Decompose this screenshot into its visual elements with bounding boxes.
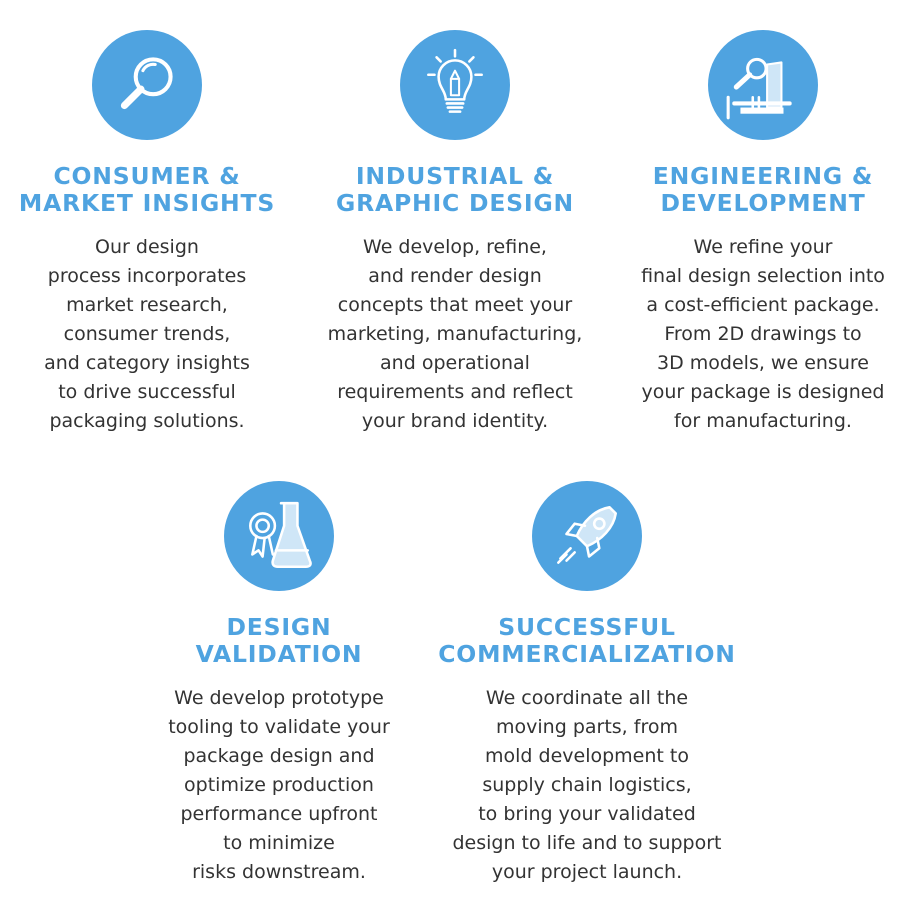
section-title: DESIGN VALIDATION — [195, 613, 363, 668]
section-industrial-design: INDUSTRIAL & GRAPHIC DESIGN We develop, … — [305, 30, 605, 436]
section-title: SUCCESSFUL COMMERCIALIZATION — [438, 613, 736, 668]
rocket-icon — [532, 481, 642, 591]
lightbulb-pencil-icon — [400, 30, 510, 140]
section-description: We develop prototype tooling to validate… — [168, 687, 390, 883]
engineering-caliper-icon — [708, 30, 818, 140]
section-successful-commercialization: SUCCESSFUL COMMERCIALIZATION We coordina… — [437, 481, 737, 887]
magnifier-icon — [92, 30, 202, 140]
section-description: We develop, refine, and render design co… — [327, 236, 583, 432]
section-design-validation: DESIGN VALIDATION We develop prototype t… — [129, 481, 429, 887]
section-title: CONSUMER & MARKET INSIGHTS — [18, 162, 276, 217]
section-engineering-development: ENGINEERING & DEVELOPMENT We refine your… — [613, 30, 913, 436]
section-title: INDUSTRIAL & GRAPHIC DESIGN — [335, 162, 575, 217]
section-consumer-insights: CONSUMER & MARKET INSIGHTS Our design pr… — [0, 30, 297, 436]
section-title: ENGINEERING & DEVELOPMENT — [652, 162, 874, 217]
section-description: We refine your final design selection in… — [641, 236, 885, 432]
award-flask-icon — [224, 481, 334, 591]
section-description: We coordinate all the moving parts, from… — [452, 687, 722, 883]
section-description: Our design process incorporates market r… — [44, 236, 250, 432]
